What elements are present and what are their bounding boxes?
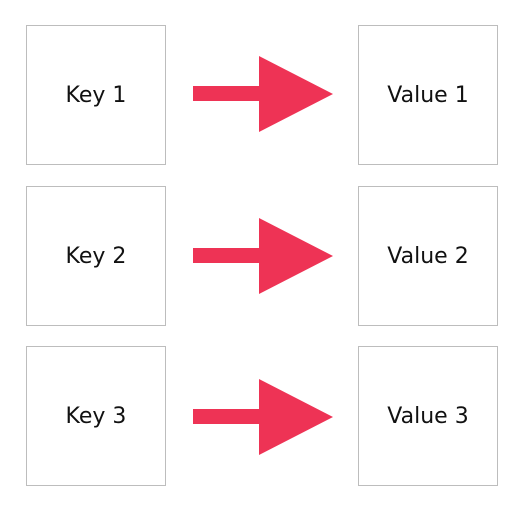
value-box-1: Value 1 <box>358 25 498 165</box>
right-arrow-icon <box>193 218 333 294</box>
value-box-2: Value 2 <box>358 186 498 326</box>
value-label-2: Value 2 <box>387 243 469 269</box>
value-label-3: Value 3 <box>387 403 469 429</box>
key-box-2: Key 2 <box>26 186 166 326</box>
key-label-3: Key 3 <box>65 403 127 429</box>
key-box-1: Key 1 <box>26 25 166 165</box>
key-label-1: Key 1 <box>65 82 127 108</box>
key-label-2: Key 2 <box>65 243 127 269</box>
key-box-3: Key 3 <box>26 346 166 486</box>
value-box-3: Value 3 <box>358 346 498 486</box>
right-arrow-icon <box>193 56 333 132</box>
right-arrow-icon <box>193 379 333 455</box>
value-label-1: Value 1 <box>387 82 469 108</box>
